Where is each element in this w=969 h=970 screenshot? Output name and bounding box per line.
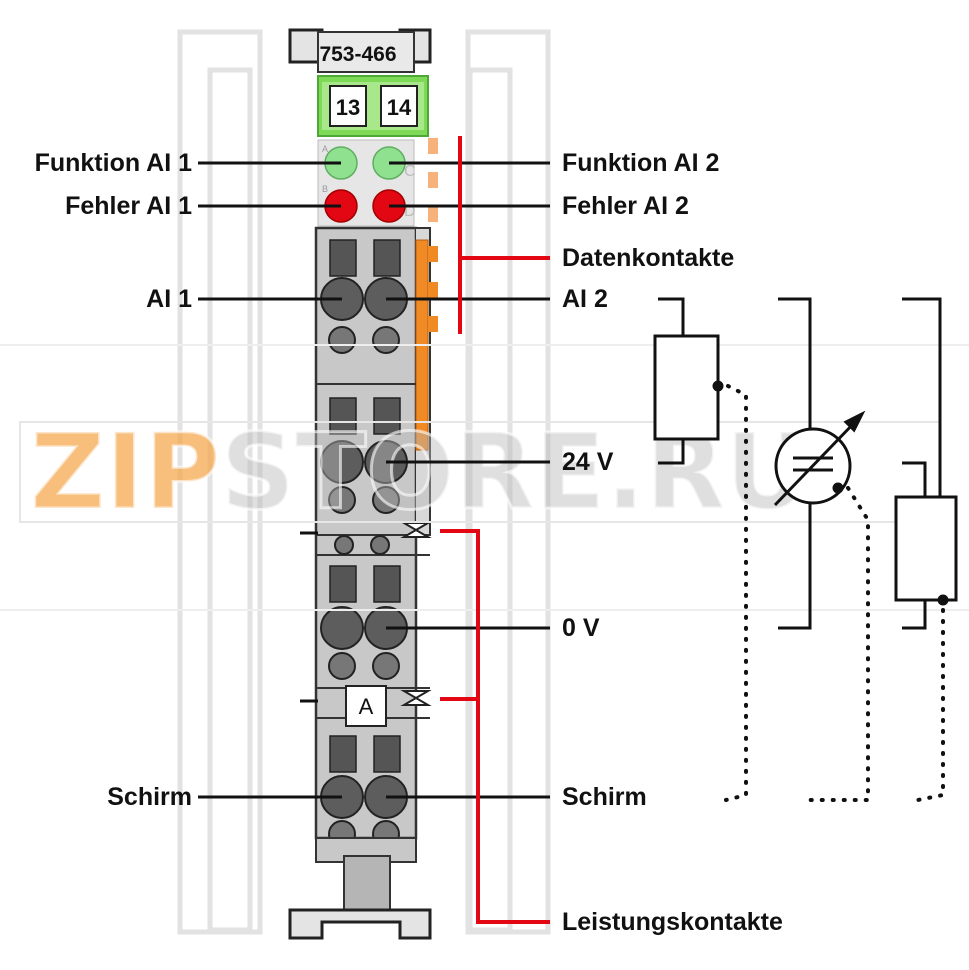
label-0v: 0 V <box>562 614 600 642</box>
label-error-ai1: Fehler AI 1 <box>65 192 192 220</box>
label-power-contacts: Leistungskontakte <box>562 908 783 936</box>
label-shield-right: Schirm <box>562 783 647 811</box>
marker-13 <box>329 85 367 127</box>
sensor-resistor-2 <box>894 297 958 630</box>
sensor-variable-source <box>773 297 866 630</box>
marker-a-text: A <box>359 694 374 719</box>
marker-14-text: 14 <box>387 95 412 120</box>
led-letter-d: D <box>404 203 416 220</box>
label-24v: 24 V <box>562 448 614 476</box>
shield-dotted-lines <box>724 384 945 802</box>
label-data-contacts: Datenkontakte <box>562 244 734 272</box>
clamp-unit-24v <box>320 397 408 514</box>
label-ai2: AI 2 <box>562 285 608 313</box>
led-letter-c: C <box>404 163 416 180</box>
sensor-schematics <box>653 297 958 630</box>
marker-13-text: 13 <box>336 95 360 120</box>
led-letter-a: A <box>322 144 328 154</box>
sensor-resistor-1 <box>653 297 724 465</box>
label-function-ai2: Funktion AI 2 <box>562 149 719 177</box>
labels: Funktion AI 1 Fehler AI 1 AI 1 Schirm Fu… <box>35 149 783 936</box>
part-number: 753-466 <box>319 43 396 66</box>
marker-a <box>345 685 387 727</box>
label-error-ai2: Fehler AI 2 <box>562 192 689 220</box>
label-ai1: AI 1 <box>146 285 192 313</box>
leader-lines <box>198 161 550 799</box>
watermark-prefix: ZIP <box>30 411 220 533</box>
label-function-ai1: Funktion AI 1 <box>35 149 192 177</box>
data-contacts-bracket <box>458 136 550 334</box>
marker-14 <box>380 85 418 127</box>
label-shield-left: Schirm <box>107 783 192 811</box>
background-rail-outline <box>177 29 551 935</box>
watermark-suffix: STORE.RU <box>220 411 809 533</box>
led-letter-b: B <box>322 184 328 194</box>
power-contacts-bracket <box>440 529 550 924</box>
